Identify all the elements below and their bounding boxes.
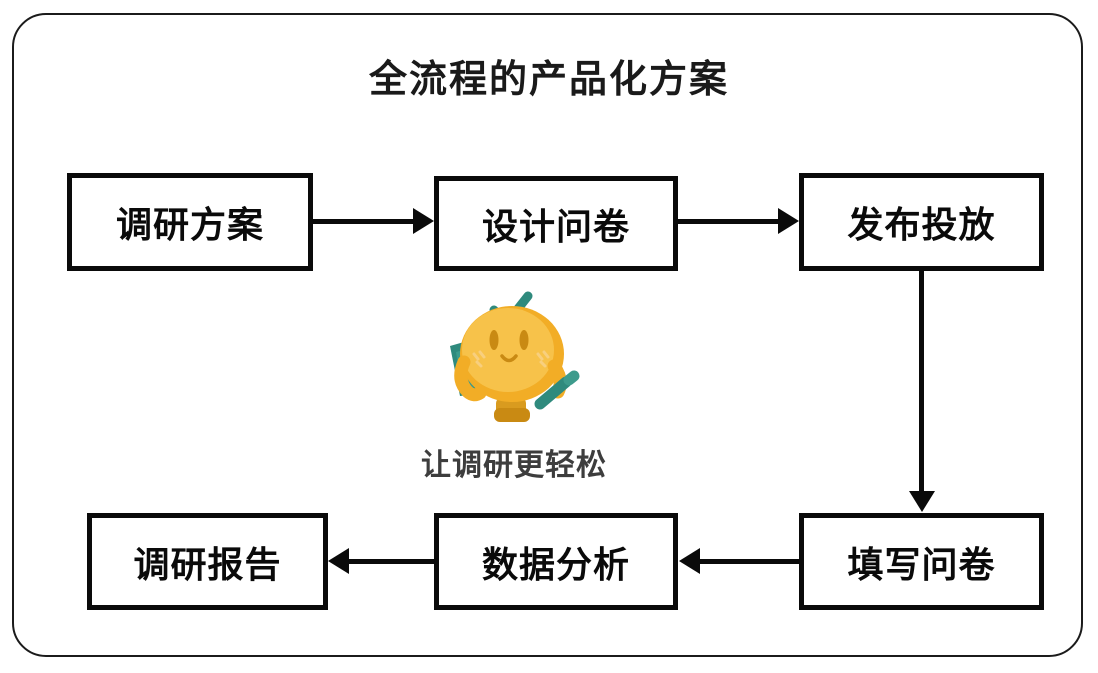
arrow-head-left-icon (679, 548, 700, 574)
flow-node-survey-plan[interactable]: 调研方案 (67, 173, 313, 271)
outer-frame (12, 13, 1083, 657)
flow-node-data-analysis[interactable]: 数据分析 (434, 513, 678, 610)
connector-line-design-to-publish (678, 219, 782, 224)
connector-line-publish-to-fill (919, 271, 924, 493)
connector-line-fill-to-analysis (700, 559, 799, 564)
flow-node-design-questionnaire[interactable]: 设计问卷 (434, 176, 678, 271)
arrow-head-right-icon (413, 208, 434, 234)
flow-node-publish-distribute[interactable]: 发布投放 (799, 173, 1044, 271)
arrow-head-left-icon (328, 548, 349, 574)
mascot-tagline: 让调研更轻松 (421, 449, 607, 482)
flow-node-fill-questionnaire[interactable]: 填写问卷 (799, 513, 1044, 610)
arrow-head-down-icon (909, 491, 935, 512)
connector-line-plan-to-design (313, 219, 417, 224)
mascot-orange-character-icon (450, 291, 580, 422)
diagram-title: 全流程的产品化方案 (368, 59, 729, 101)
arrow-head-right-icon (778, 208, 799, 234)
connector-line-analysis-to-report (349, 559, 434, 564)
flow-node-survey-report[interactable]: 调研报告 (87, 513, 328, 610)
